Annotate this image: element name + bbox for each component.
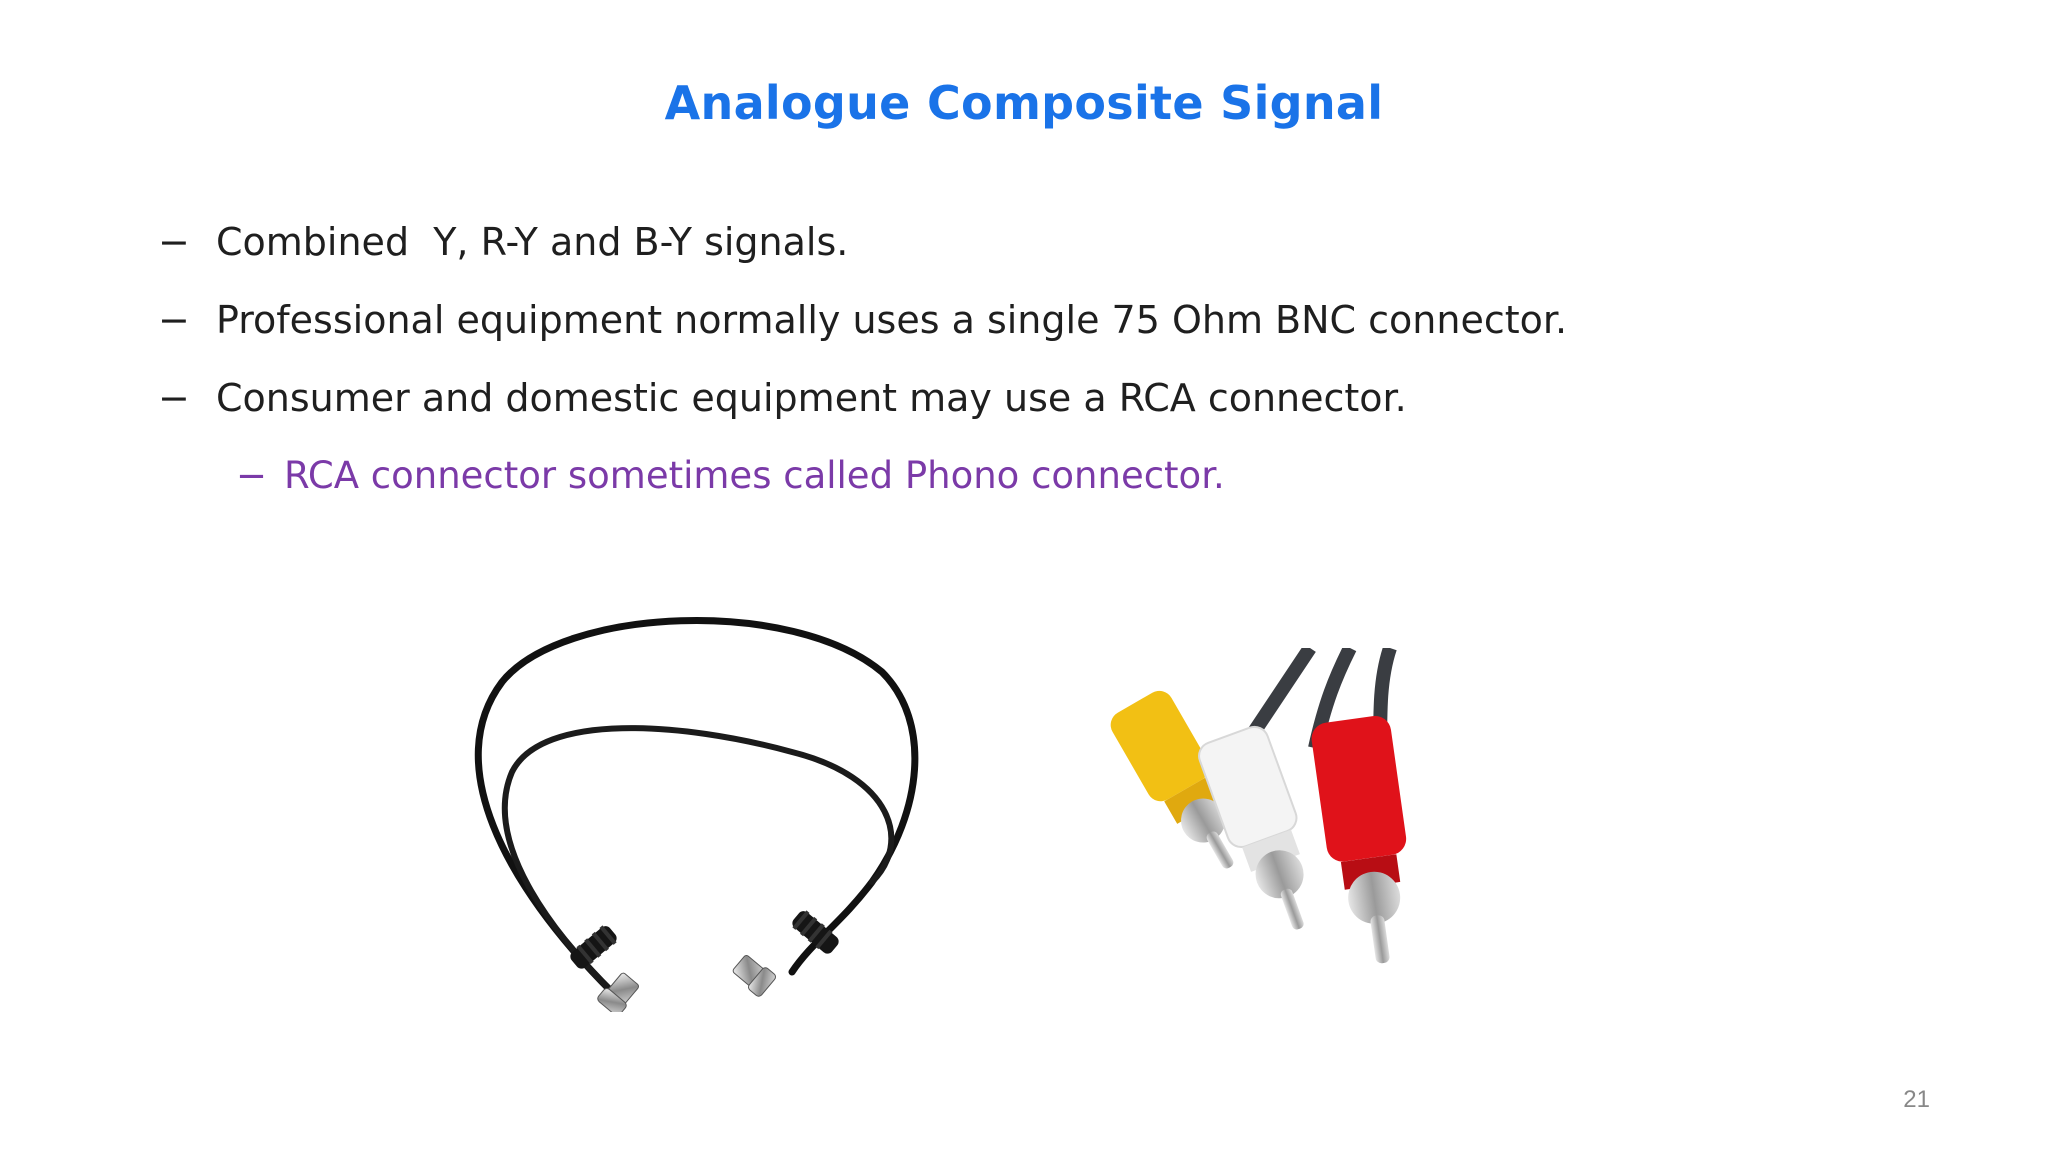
sub-bullet-item: − RCA connector sometimes called Phono c… <box>158 454 1858 532</box>
bullet-item: − Combined Y, R-Y and B-Y signals. <box>158 220 1858 298</box>
bullet-dash: − <box>236 454 268 497</box>
bullet-text: Combined Y, R-Y and B-Y signals. <box>216 220 849 264</box>
bullet-text: Professional equipment normally uses a s… <box>216 298 1568 342</box>
sub-bullet-text: RCA connector sometimes called Phono con… <box>284 454 1225 497</box>
page-number: 21 <box>1903 1086 1930 1113</box>
bullet-dash: − <box>158 298 190 342</box>
bnc-cable-image <box>474 617 919 1012</box>
bullet-list: − Combined Y, R-Y and B-Y signals. − Pro… <box>158 220 1858 532</box>
bullet-dash: − <box>158 220 190 264</box>
bullet-item: − Consumer and domestic equipment may us… <box>158 376 1858 454</box>
bullet-dash: − <box>158 376 190 420</box>
bullet-item: − Professional equipment normally uses a… <box>158 298 1858 376</box>
bullet-text: Consumer and domestic equipment may use … <box>216 376 1407 420</box>
rca-connector-image <box>1110 648 1407 964</box>
slide-title: Analogue Composite Signal <box>664 76 1384 130</box>
